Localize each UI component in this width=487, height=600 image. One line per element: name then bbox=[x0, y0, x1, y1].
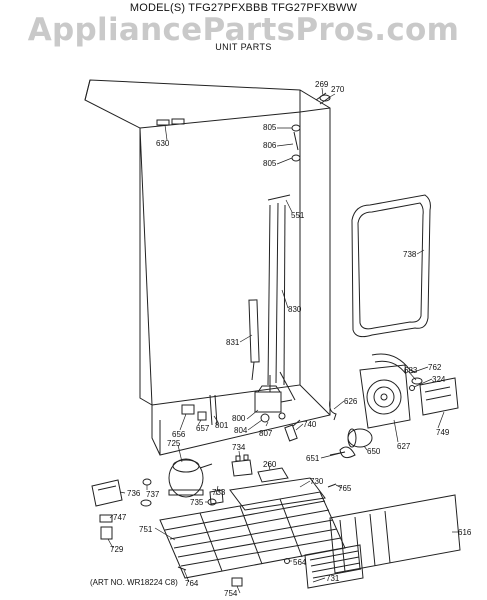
callout-683: 683 bbox=[404, 366, 418, 375]
condenser-tube bbox=[371, 353, 416, 375]
heater-loop bbox=[351, 194, 431, 338]
callout-733: 733 bbox=[212, 488, 226, 497]
small-components bbox=[99, 514, 113, 540]
leader-lines bbox=[107, 87, 458, 594]
callout-831: 831 bbox=[226, 338, 240, 347]
callout-269: 269 bbox=[315, 80, 329, 89]
callout-656: 656 bbox=[172, 430, 186, 439]
callout-800: 800 bbox=[232, 414, 246, 423]
callout-551: 551 bbox=[291, 211, 305, 220]
start-device bbox=[257, 467, 289, 483]
water-valve bbox=[254, 375, 293, 423]
callout-564: 564 bbox=[293, 558, 307, 567]
fan-housing bbox=[359, 364, 411, 429]
relay-parts bbox=[181, 404, 207, 421]
callout-801: 801 bbox=[215, 421, 229, 430]
mounting-bracket bbox=[91, 479, 123, 507]
callout-805a: 805 bbox=[263, 123, 277, 132]
callout-324: 324 bbox=[432, 375, 446, 384]
hinge-part bbox=[156, 118, 185, 126]
callout-740: 740 bbox=[303, 420, 317, 429]
insulation-strip bbox=[248, 299, 260, 381]
callout-730: 730 bbox=[310, 477, 324, 486]
section-title: UNIT PARTS bbox=[215, 42, 272, 52]
callout-630: 630 bbox=[156, 139, 170, 148]
callout-729: 729 bbox=[110, 545, 124, 554]
callout-754: 754 bbox=[224, 589, 238, 598]
heater-tube bbox=[267, 194, 291, 386]
capacitor bbox=[209, 489, 224, 505]
thermistor-part bbox=[284, 419, 301, 442]
callout-830: 830 bbox=[288, 305, 302, 314]
small-fasteners bbox=[409, 377, 423, 391]
callout-626: 626 bbox=[344, 397, 358, 406]
callout-651: 651 bbox=[306, 454, 320, 463]
model-title: MODEL(S) TFG27PFXBBB TFG27PFXBWW bbox=[129, 2, 358, 14]
watermark: AppliancePartsPros.com bbox=[27, 12, 460, 48]
callout-657: 657 bbox=[196, 424, 210, 433]
callout-807: 807 bbox=[259, 429, 273, 438]
art-number: (ART NO. WR18224 C8) bbox=[90, 578, 178, 587]
control-board bbox=[419, 377, 459, 416]
callout-736: 736 bbox=[127, 489, 141, 498]
overload-relay bbox=[231, 454, 253, 477]
callout-762: 762 bbox=[428, 363, 442, 372]
callout-731: 731 bbox=[326, 574, 340, 583]
callout-806: 806 bbox=[263, 141, 277, 150]
rear-cover bbox=[329, 494, 461, 574]
callout-labels: 269 270 630 805 806 805 551 738 830 831 … bbox=[110, 80, 472, 598]
callout-737: 737 bbox=[146, 490, 160, 499]
callout-747: 747 bbox=[113, 513, 127, 522]
callout-735: 735 bbox=[190, 498, 204, 507]
callout-738: 738 bbox=[403, 250, 417, 259]
callout-765: 765 bbox=[338, 484, 352, 493]
bracket-parts bbox=[291, 124, 301, 162]
callout-804: 804 bbox=[234, 426, 248, 435]
louver-panel bbox=[304, 544, 364, 589]
callout-751: 751 bbox=[139, 525, 153, 534]
callout-749: 749 bbox=[436, 428, 450, 437]
fan-motor bbox=[329, 428, 373, 459]
callout-627: 627 bbox=[397, 442, 411, 451]
callout-734: 734 bbox=[232, 443, 246, 452]
compressor bbox=[168, 458, 213, 498]
callout-270: 270 bbox=[331, 85, 345, 94]
wire-clip bbox=[329, 399, 337, 421]
cabinet-outline bbox=[84, 79, 331, 456]
callout-805b: 805 bbox=[263, 159, 277, 168]
callout-260: 260 bbox=[263, 460, 277, 469]
callout-616: 616 bbox=[458, 528, 472, 537]
base-plate bbox=[229, 477, 326, 511]
callout-650: 650 bbox=[367, 447, 381, 456]
callout-764: 764 bbox=[185, 579, 199, 588]
callout-725: 725 bbox=[167, 439, 181, 448]
